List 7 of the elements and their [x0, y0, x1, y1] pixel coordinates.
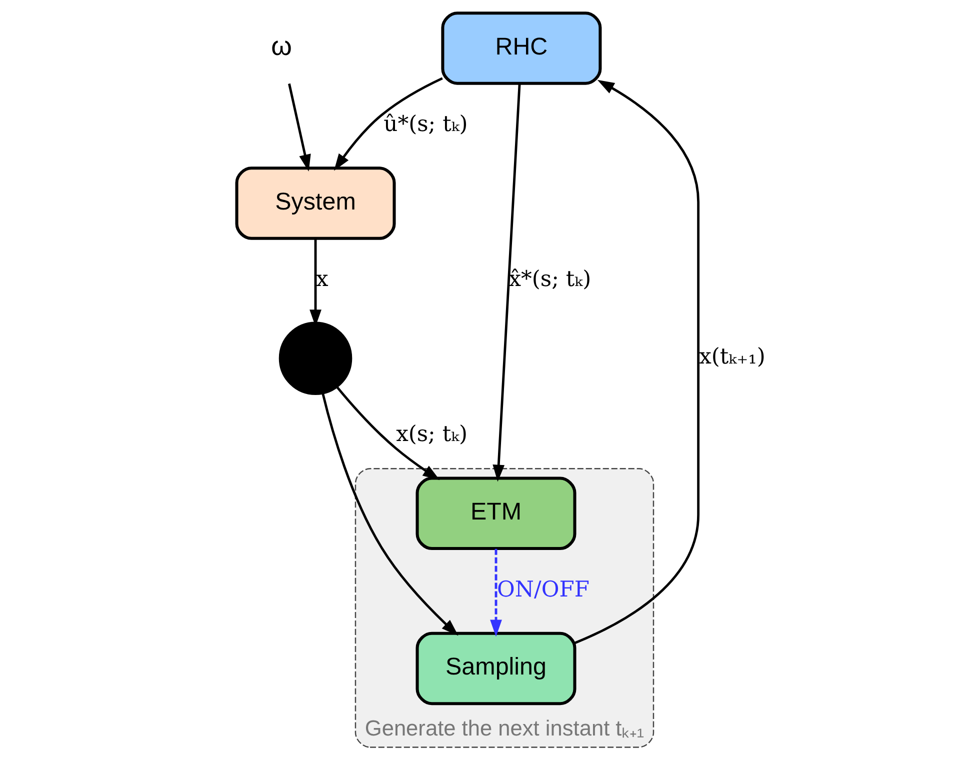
edge-label: ON/OFF [497, 577, 590, 602]
edge-label: x(s; tₖ) [396, 422, 468, 448]
edge-label: û*(s; tₖ) [384, 112, 468, 138]
edge-label: x [316, 267, 328, 292]
edge-label: x(tₖ₊₁) [699, 344, 766, 370]
edge-label: x̂*(s; tₖ) [508, 267, 592, 292]
node-text: ω [271, 31, 292, 62]
